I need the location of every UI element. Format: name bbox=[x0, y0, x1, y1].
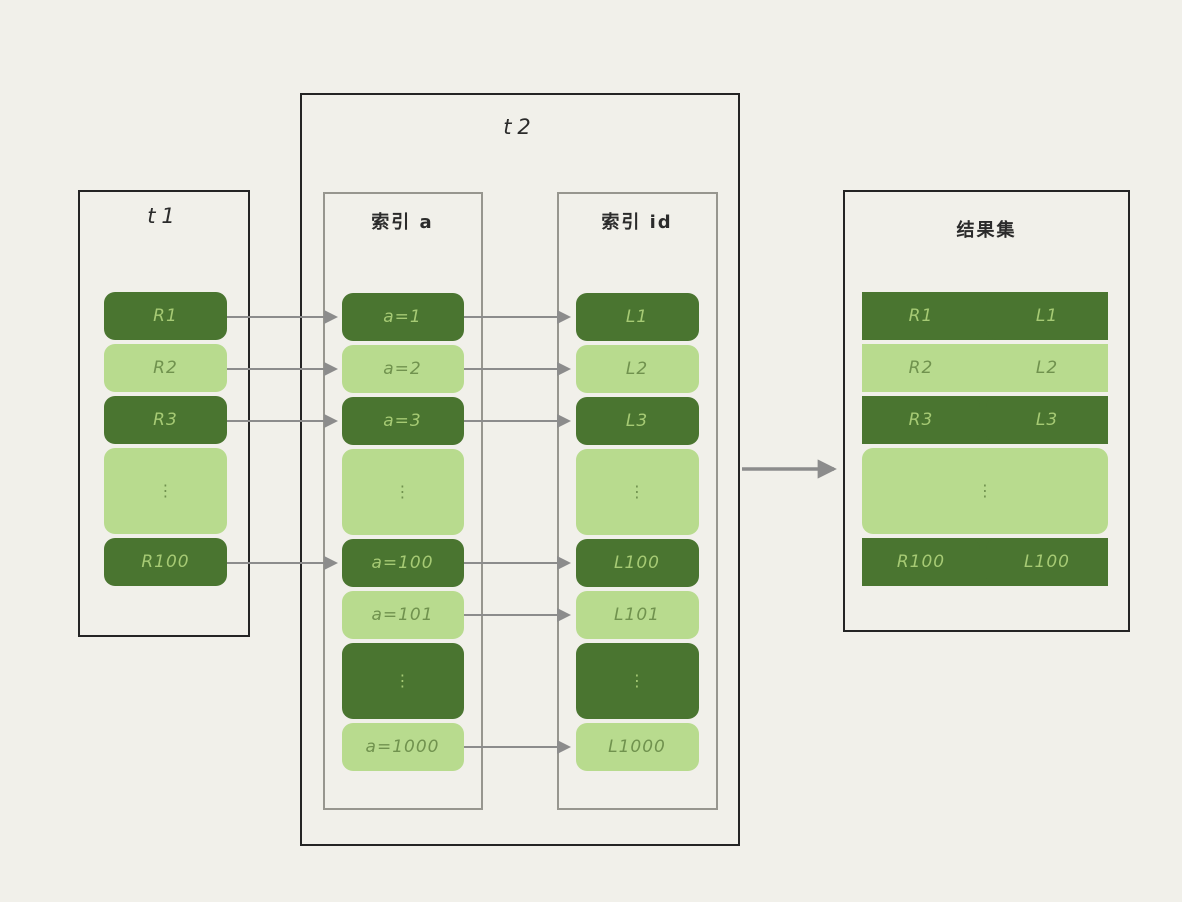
index-a-row-ellipsis-1: ⋮ bbox=[341, 448, 464, 535]
result-cell-r2: R2 bbox=[862, 344, 980, 392]
result-row-1: R1 L1 bbox=[862, 292, 1108, 340]
index-a-row-1000: a=1000 bbox=[341, 722, 464, 771]
result-row-2: R2 L2 bbox=[862, 344, 1108, 392]
index-id-row-1000: L1000 bbox=[575, 722, 699, 771]
t1-row-r3: R3 bbox=[104, 396, 227, 444]
table-t2-box: t2 索引 a a=1 a=2 a=3 ⋮ a=100 a=101 ⋮ a=10… bbox=[300, 93, 740, 846]
t1-row-r100: R100 bbox=[104, 538, 227, 586]
index-id-title: 索引 id bbox=[601, 211, 673, 233]
result-cell-r100: R100 bbox=[862, 538, 980, 586]
index-a-row-1: a=1 bbox=[341, 292, 464, 341]
index-a-row-100: a=100 bbox=[341, 538, 464, 587]
t1-row-r2: R2 bbox=[104, 344, 227, 392]
result-row-3: R3 L3 bbox=[862, 396, 1108, 444]
t1-row-ellipsis: ⋮ bbox=[104, 448, 227, 534]
index-id-row-ellipsis-2: ⋮ bbox=[575, 642, 699, 719]
index-id-row-2: L2 bbox=[575, 344, 699, 393]
index-id-row-ellipsis-1: ⋮ bbox=[575, 448, 699, 535]
index-a-box: 索引 a a=1 a=2 a=3 ⋮ a=100 a=101 ⋮ a=1000 bbox=[322, 191, 483, 810]
index-id-row-100: L100 bbox=[575, 538, 699, 587]
result-row-100: R100 L100 bbox=[862, 538, 1108, 586]
result-cell-l2: L2 bbox=[986, 344, 1108, 392]
index-id-box: 索引 id L1 L2 L3 ⋮ L100 L101 ⋮ L1000 bbox=[556, 191, 718, 810]
result-rows: R1 L1 R2 L2 R3 L3 ⋮ R100 L100 bbox=[862, 292, 1108, 590]
index-a-title: 索引 a bbox=[371, 211, 434, 233]
table-t1-box: t1 R1 R2 R3 ⋮ R100 bbox=[78, 190, 250, 637]
index-id-row-101: L101 bbox=[575, 590, 699, 639]
index-a-row-2: a=2 bbox=[341, 344, 464, 393]
index-a-row-3: a=3 bbox=[341, 396, 464, 445]
result-cell-l100: L100 bbox=[986, 538, 1108, 586]
result-cell-l3: L3 bbox=[986, 396, 1108, 444]
table-t1-title: t1 bbox=[147, 204, 181, 228]
index-id-row-1: L1 bbox=[575, 292, 699, 341]
table-t2-title: t2 bbox=[503, 115, 537, 139]
index-id-rows: L1 L2 L3 ⋮ L100 L101 ⋮ L1000 bbox=[575, 292, 699, 775]
result-row-ellipsis: ⋮ bbox=[862, 448, 1108, 534]
index-a-rows: a=1 a=2 a=3 ⋮ a=100 a=101 ⋮ a=1000 bbox=[341, 292, 464, 775]
index-a-row-101: a=101 bbox=[341, 590, 464, 639]
result-set-box: 结果集 R1 L1 R2 L2 R3 L3 ⋮ R100 L100 bbox=[843, 190, 1130, 632]
result-cell-r1: R1 bbox=[862, 292, 980, 340]
result-cell-r3: R3 bbox=[862, 396, 980, 444]
result-cell-l1: L1 bbox=[986, 292, 1108, 340]
t1-rows: R1 R2 R3 ⋮ R100 bbox=[104, 292, 227, 590]
index-a-row-ellipsis-2: ⋮ bbox=[341, 642, 464, 719]
result-set-title: 结果集 bbox=[956, 220, 1017, 241]
index-id-row-3: L3 bbox=[575, 396, 699, 445]
t1-row-r1: R1 bbox=[104, 292, 227, 340]
